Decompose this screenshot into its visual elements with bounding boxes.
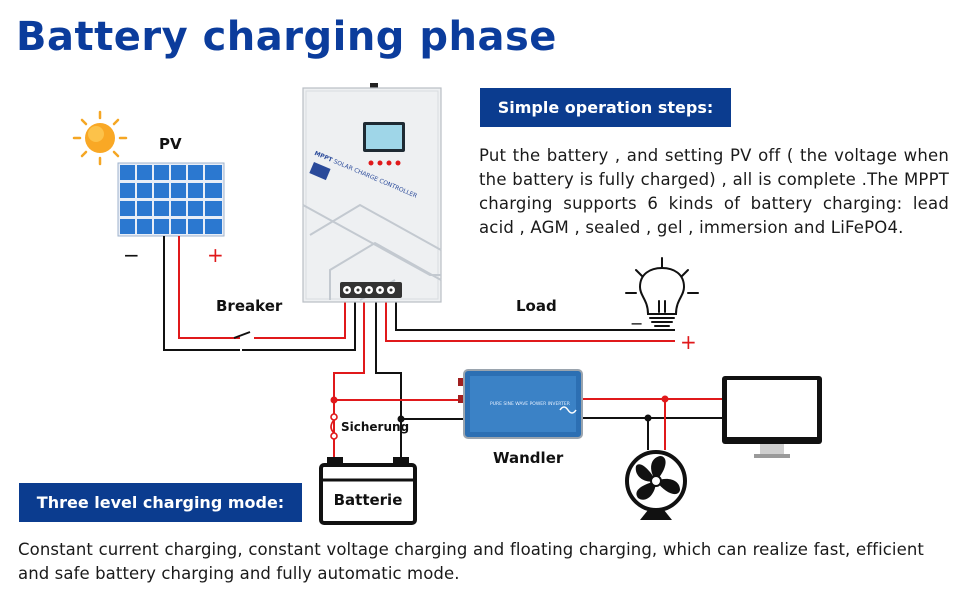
charge-controller <box>302 83 442 303</box>
steps-text: Put the battery , and setting PV off ( t… <box>479 146 949 237</box>
light-bulb-icon <box>625 257 699 327</box>
inverter-text: PURE SINE WAVE POWER INVERTER <box>490 402 570 407</box>
solar-panel-icon <box>117 162 225 237</box>
steps-heading: Simple operation steps: <box>480 88 731 127</box>
fan-icon <box>625 450 687 520</box>
pv-label: PV <box>159 135 182 153</box>
battery-icon <box>319 457 417 525</box>
pv-minus-sign: − <box>123 243 140 267</box>
charging-mode-text: Constant current charging, constant volt… <box>18 540 924 583</box>
pv-plus-sign: + <box>207 243 224 267</box>
breaker-label: Breaker <box>216 297 283 315</box>
monitor-icon <box>722 376 822 458</box>
page-title: Battery charging phase <box>16 14 557 60</box>
battery-label: Batterie <box>333 491 403 509</box>
inverter-label: Wandler <box>493 449 564 467</box>
load-plus-sign: + <box>680 330 697 354</box>
inverter-device <box>458 369 583 439</box>
charging-mode-heading: Three level charging mode: <box>19 483 302 522</box>
fuse-icon <box>330 413 338 440</box>
terminal-block <box>340 282 402 298</box>
sun-icon <box>72 110 128 166</box>
load-label: Load <box>516 297 557 315</box>
load-minus-sign: − <box>630 314 644 333</box>
fuse-label: Sicherung <box>341 420 410 434</box>
